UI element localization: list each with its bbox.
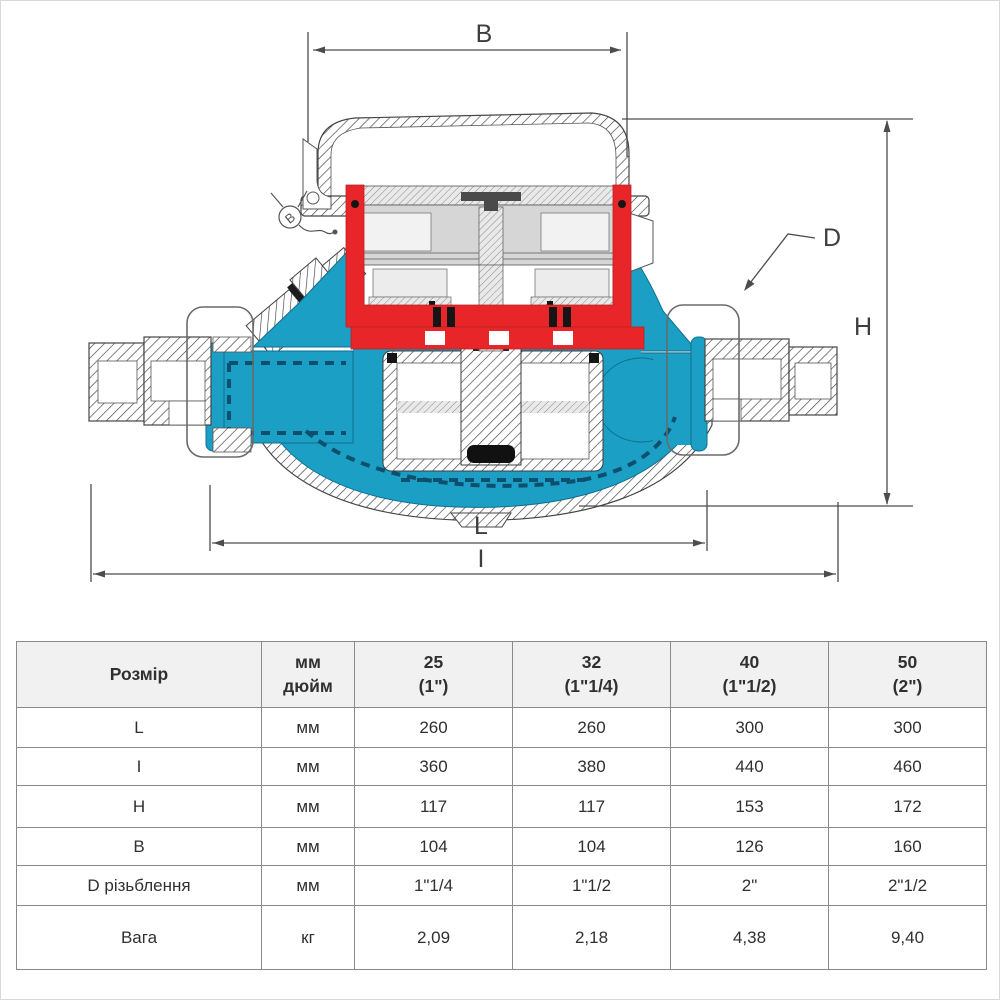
cell-value: 153 xyxy=(670,785,829,828)
table-row-b: B мм 104 104 126 160 xyxy=(16,827,987,866)
cell-value: 117 xyxy=(354,785,513,828)
cell-value: 2"1/2 xyxy=(828,865,987,906)
dimension-i xyxy=(90,484,839,582)
header-size-32: 32 (1"1/4) xyxy=(512,641,671,708)
table-header-row: Розмір мм дюйм 25 (1") 32 (1"1/4) 40 (1"… xyxy=(16,641,987,708)
header-size-25: 25 (1") xyxy=(354,641,513,708)
cell-value: 260 xyxy=(512,707,671,748)
row-label: I xyxy=(16,747,262,786)
cap-right-tab xyxy=(628,212,654,273)
cell-value: 1"1/4 xyxy=(354,865,513,906)
meter-body xyxy=(88,112,838,528)
cell-value: 300 xyxy=(828,707,987,748)
cell-value: 104 xyxy=(512,827,671,866)
header-units: мм дюйм xyxy=(261,641,355,708)
dimension-d-label: D xyxy=(823,224,841,252)
row-label: B xyxy=(16,827,262,866)
dimension-l xyxy=(209,485,708,551)
row-unit: кг xyxy=(261,905,355,970)
table-row-l: L мм 260 260 300 300 xyxy=(16,707,987,748)
left-union-nut xyxy=(186,306,254,458)
row-unit: мм xyxy=(261,827,355,866)
cell-value: 440 xyxy=(670,747,829,786)
cell-value: 260 xyxy=(354,707,513,748)
row-unit: мм xyxy=(261,707,355,748)
cell-value: 117 xyxy=(512,785,671,828)
cell-value: 360 xyxy=(354,747,513,786)
cell-value: 9,40 xyxy=(828,905,987,970)
cell-value: 126 xyxy=(670,827,829,866)
right-coupling xyxy=(704,338,838,422)
table-row-h: H мм 117 117 153 172 xyxy=(16,785,987,828)
inner-housing-red xyxy=(345,184,645,350)
dimension-b xyxy=(307,32,628,157)
dimensions xyxy=(90,32,913,582)
cell-value: 2,18 xyxy=(512,905,671,970)
dimension-d-leader xyxy=(744,233,816,291)
cell-value: 2,09 xyxy=(354,905,513,970)
cell-value: 104 xyxy=(354,827,513,866)
row-label: D різьблення xyxy=(16,865,262,906)
dimension-h-label: H xyxy=(854,313,872,341)
row-label: H xyxy=(16,785,262,828)
header-size-40: 40 (1"1/2) xyxy=(670,641,829,708)
cell-value: 1"1/2 xyxy=(512,865,671,906)
cell-value: 2" xyxy=(670,865,829,906)
table-row-i: I мм 360 380 440 460 xyxy=(16,747,987,786)
header-size-50: 50 (2") xyxy=(828,641,987,708)
piston-column xyxy=(460,338,522,466)
spindle-t-handle xyxy=(461,192,521,201)
body-left-shoulder xyxy=(251,252,365,348)
dimension-l-label: L xyxy=(474,512,488,540)
cell-value: 460 xyxy=(828,747,987,786)
dimension-i-label: I xyxy=(478,545,485,573)
measuring-chamber xyxy=(382,337,604,472)
dimension-h xyxy=(579,118,913,507)
cell-value: 300 xyxy=(670,707,829,748)
row-label: Вага xyxy=(16,905,262,970)
bowl-foot xyxy=(449,512,512,528)
table-row-d-thread: D різьблення мм 1"1/4 1"1/2 2" 2"1/2 xyxy=(16,865,987,906)
row-unit: мм xyxy=(261,865,355,906)
header-size: Розмір xyxy=(16,641,262,708)
cell-value: 380 xyxy=(512,747,671,786)
row-unit: мм xyxy=(261,785,355,828)
cap-hinge xyxy=(302,138,332,210)
cell-value: 160 xyxy=(828,827,987,866)
row-unit: мм xyxy=(261,747,355,786)
seal-wire-symbol xyxy=(270,190,338,235)
right-union-nut xyxy=(666,304,740,456)
dimensions-table: Розмір мм дюйм 25 (1") 32 (1"1/4) 40 (1"… xyxy=(16,641,987,970)
left-coupling xyxy=(88,336,252,453)
cell-value: 4,38 xyxy=(670,905,829,970)
dimension-b-label: B xyxy=(476,20,493,48)
piston-bottom-seal xyxy=(467,445,515,463)
meter-cross-section-drawing: B D H L I B xyxy=(88,20,913,582)
row-label: L xyxy=(16,707,262,748)
table-row-weight: Вага кг 2,09 2,18 4,38 9,40 xyxy=(16,905,987,970)
cell-value: 172 xyxy=(828,785,987,828)
